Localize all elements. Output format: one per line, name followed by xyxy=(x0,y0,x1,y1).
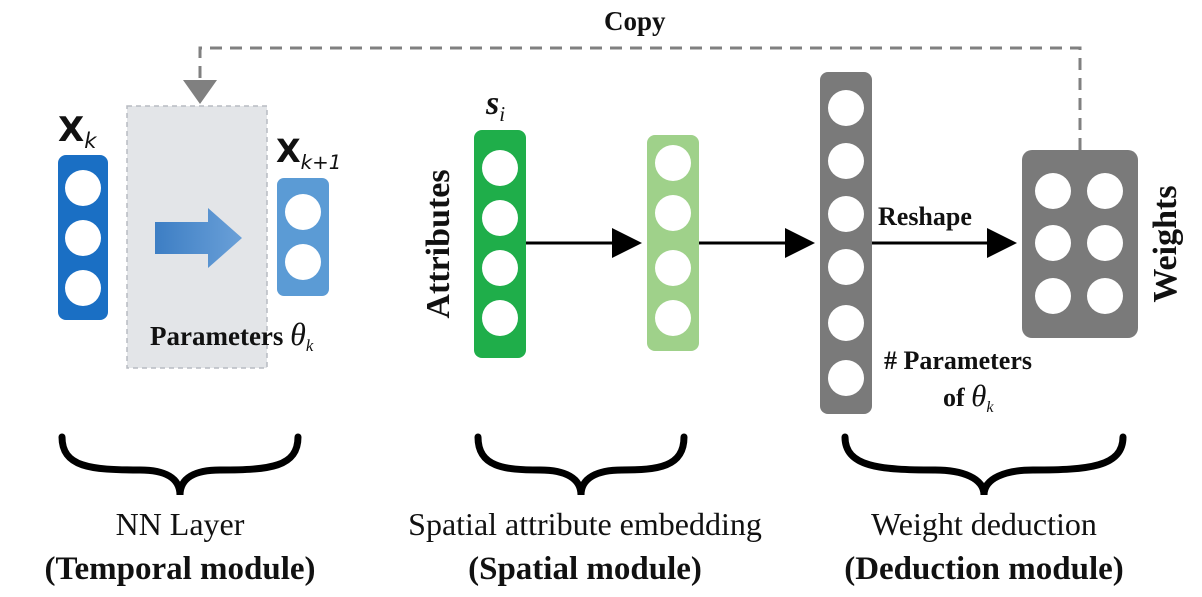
output-node xyxy=(285,244,321,280)
si-base: s xyxy=(486,85,500,122)
theta-sub: k xyxy=(305,335,314,355)
attribute-node xyxy=(482,250,518,286)
brace-temporal xyxy=(58,433,302,496)
parameter-node xyxy=(828,249,864,285)
caption-deduction-title: Weight deduction xyxy=(871,506,1097,542)
xk-label: Xk xyxy=(58,110,96,151)
caption-spatial-title: Spatial attribute embedding xyxy=(408,506,762,542)
embedding-node xyxy=(655,195,691,231)
caption-deduction-module: (Deduction module) xyxy=(844,551,1124,587)
weight-node xyxy=(1087,278,1123,314)
weight-node xyxy=(1035,225,1071,261)
si-label: si xyxy=(486,85,505,125)
weight-node xyxy=(1087,225,1123,261)
attribute-node xyxy=(482,150,518,186)
embedding-node xyxy=(655,250,691,286)
input-node xyxy=(65,170,101,206)
brace-deduction xyxy=(841,433,1127,496)
caption-temporal-title: NN Layer xyxy=(115,506,245,542)
attribute-node xyxy=(482,300,518,336)
of-text: of xyxy=(943,383,965,412)
xk1-label: Xk+1 xyxy=(276,132,341,172)
weight-node xyxy=(1035,173,1071,209)
parameters-text: Parameters xyxy=(150,321,284,351)
xk-sub: k xyxy=(84,128,97,154)
output-node xyxy=(285,194,321,230)
weights-label: Weights xyxy=(1147,185,1184,303)
reshape-label: Reshape xyxy=(878,202,972,231)
theta-symbol-2: θ xyxy=(971,378,987,413)
copy-dashed-line xyxy=(198,46,1082,150)
xk1-sub: k+1 xyxy=(300,150,342,174)
embedding-vector xyxy=(647,135,699,351)
parameter-node xyxy=(828,90,864,126)
theta-sub-2: k xyxy=(986,398,994,416)
caption-spatial-module: (Spatial module) xyxy=(468,551,702,587)
caption-temporal-module: (Temporal module) xyxy=(44,551,316,587)
parameter-node xyxy=(828,305,864,341)
num-params-line1: # Parameters xyxy=(884,346,1032,375)
parameter-node xyxy=(828,360,864,396)
layer-transform-arrow xyxy=(155,208,242,268)
copy-label: Copy xyxy=(604,6,666,36)
xk-base: X xyxy=(58,110,85,150)
parameter-node xyxy=(828,196,864,232)
embedding-node xyxy=(655,300,691,336)
attribute-vector-si xyxy=(474,130,526,358)
si-sub: i xyxy=(499,102,506,127)
input-node xyxy=(65,220,101,256)
weight-node xyxy=(1035,278,1071,314)
attribute-node xyxy=(482,200,518,236)
weight-node xyxy=(1087,173,1123,209)
input-node xyxy=(65,270,101,306)
parameters-theta-label: Parameters θk xyxy=(150,316,313,354)
copy-arrowhead xyxy=(183,80,217,104)
embedding-node xyxy=(655,145,691,181)
xk1-base: X xyxy=(276,132,301,170)
theta-symbol: θ xyxy=(290,316,306,352)
parameter-node xyxy=(828,143,864,179)
attributes-label: Attributes xyxy=(420,169,457,319)
num-params-line2: of θk xyxy=(943,378,994,415)
brace-spatial xyxy=(474,433,688,496)
